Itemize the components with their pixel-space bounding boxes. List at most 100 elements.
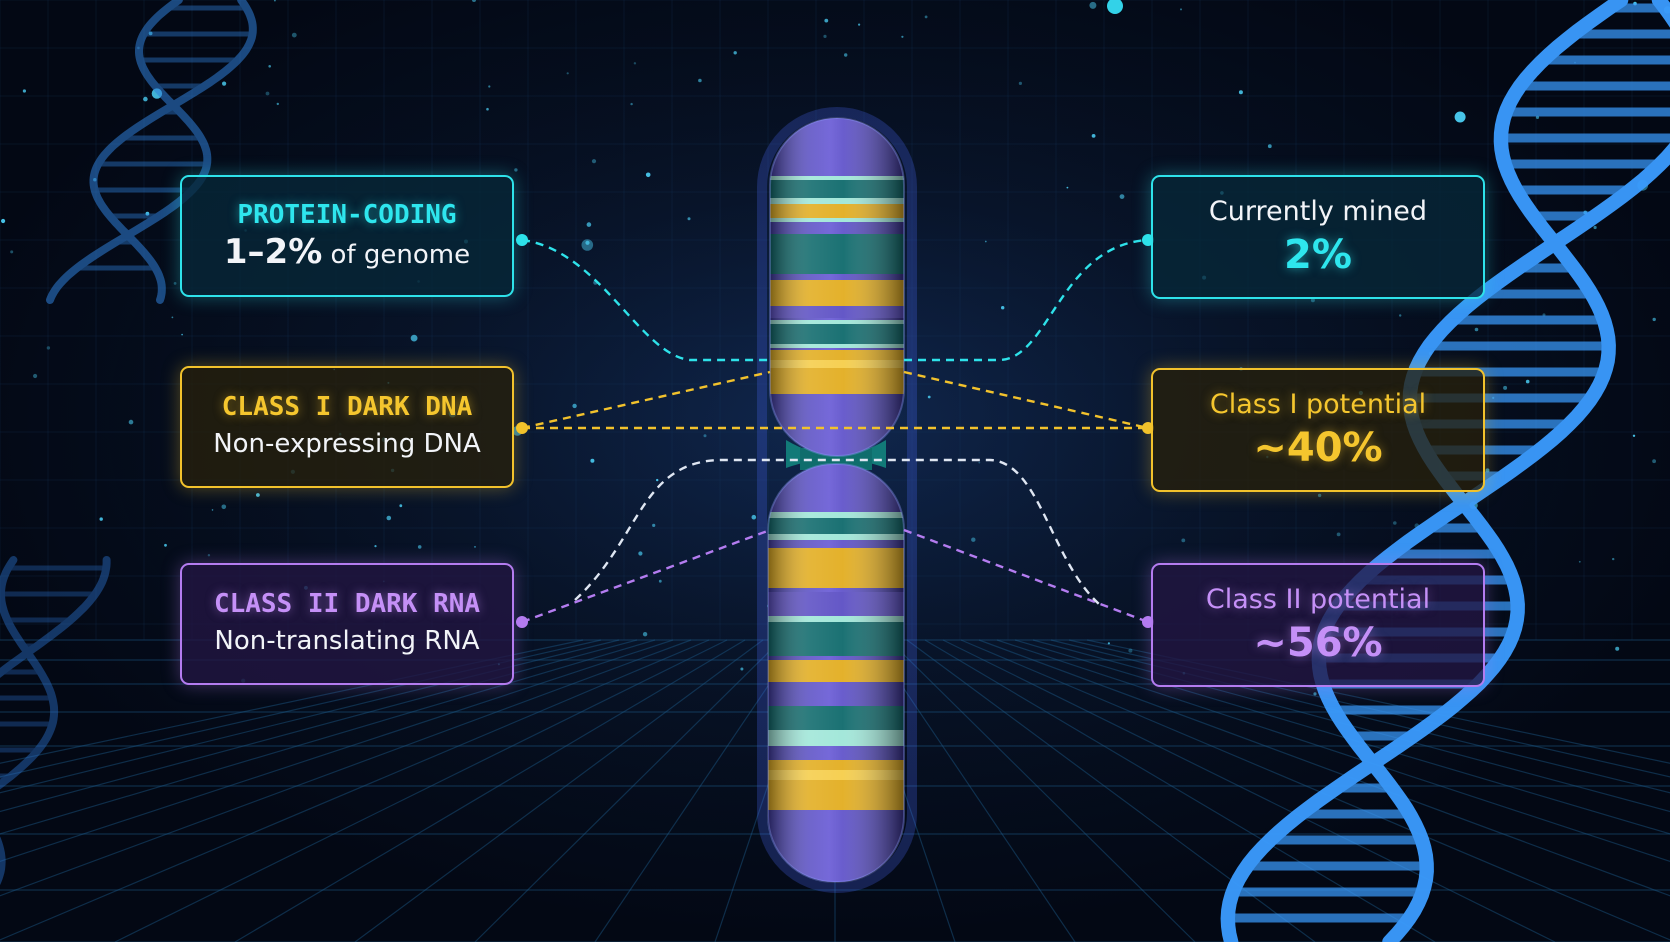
particle [22,89,26,93]
class-ii-dark-rna-box: CLASS II DARK RNA Non-translating RNA [180,563,514,685]
helix-strand [1311,0,1629,942]
particle [1,218,6,224]
particle [46,346,51,350]
protein-coding-box: PROTEIN-CODING 1–2% of genome [180,175,514,297]
particle [33,373,38,379]
particle [638,551,643,556]
particle [927,395,931,399]
grid-line [960,639,1670,941]
particle [1578,560,1581,563]
particle [656,478,659,482]
particle [1066,186,1069,189]
currently-mined-caption: Currently mined [1208,196,1428,227]
particle [585,240,590,245]
connector-class-ii-right [903,528,1149,624]
particle [572,403,577,409]
dna-helix-icon [0,556,111,886]
particle [399,504,403,508]
protein-coding-subtitle: 1–2% of genome [224,232,470,275]
connector-node [516,422,528,434]
grid-line [594,639,800,942]
particle [10,250,14,254]
particle [265,91,270,96]
particle [978,461,981,464]
particle [924,15,928,19]
particle [276,102,279,106]
particle [1267,144,1272,149]
class-ii-potential-value: ~56% [1253,620,1383,666]
particle [1612,557,1615,561]
particle [410,334,418,342]
particle [581,239,594,251]
currently-mined-value: 2% [1284,232,1352,278]
particle [971,537,976,542]
particle [1474,327,1479,332]
particle [1001,306,1005,310]
particle [703,434,707,438]
particle [645,172,651,178]
particle [128,419,134,425]
particle [658,579,662,583]
particle [698,78,702,83]
particle [633,62,637,65]
protein-coding-suffix: of genome [322,239,471,270]
particle [858,23,861,26]
grid-line [354,639,764,942]
particle [99,517,103,521]
helix-strand [46,0,212,304]
class-ii-subtitle: Non-translating RNA [214,626,480,656]
particle [1181,538,1186,543]
particle [1128,648,1133,653]
particle [591,159,597,164]
particle [1535,115,1540,119]
currently-mined-box: Currently mined 2% [1151,175,1485,299]
connector-white [574,458,1101,606]
particle [751,514,757,520]
particle [590,458,595,463]
particle [268,65,272,68]
connector-node [516,234,528,246]
connector-protein-coding [521,238,770,362]
particle [1091,134,1096,138]
grid-line [0,639,656,835]
class-i-potential-box: Class I potential ~40% [1151,368,1485,492]
particle [1525,379,1530,384]
grid-line [1032,639,1670,813]
particle [1107,642,1110,645]
particle [1180,8,1182,11]
class-i-dark-dna-box: CLASS I DARK DNA Non-expressing DNA [180,366,514,488]
grid-line [0,639,602,778]
particle [566,72,569,75]
class-ii-potential-caption: Class II potential [1205,584,1431,615]
grid-line [1050,639,1670,794]
particle [374,545,377,548]
grid-line [0,639,638,813]
grid-line [0,639,584,764]
protein-coding-value: 1–2% [223,231,323,272]
grid-line [234,639,746,942]
grid-line [0,639,710,941]
helix-strand [0,556,111,886]
particle [221,504,227,510]
particle [1593,225,1597,230]
particle [1652,459,1656,464]
grid-line [1068,639,1670,778]
particle [823,34,827,39]
particle [740,667,744,671]
grid-line [0,639,692,897]
particle [984,240,987,243]
grid-line [888,639,1196,942]
particle [164,543,167,547]
particle [733,51,737,55]
particle [148,31,153,36]
particle [143,96,148,102]
particle [207,554,211,557]
grid-line [474,639,782,942]
connector-currently-mined [904,238,1149,362]
grid-line [870,639,1076,942]
particle [1313,692,1317,696]
connector-class-i-left-a [521,370,771,430]
particle [844,53,848,57]
